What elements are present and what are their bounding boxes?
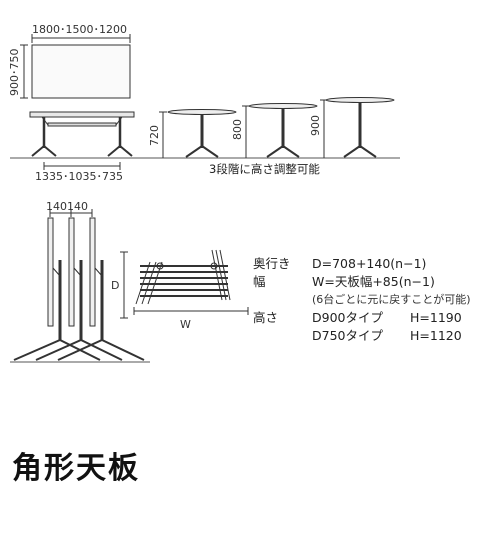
side-view-800 <box>242 103 318 158</box>
stack-width-axis: W <box>180 318 191 331</box>
height-900-label: 900 <box>309 115 322 136</box>
plan-width-label: 1800･1500･1200 <box>32 23 127 36</box>
plan-view <box>20 34 131 99</box>
height-800-label: 800 <box>231 119 244 140</box>
spec-depth-label: 奥行き <box>253 256 291 271</box>
spec-d750-type: D750タイプ <box>312 328 383 343</box>
leg-span-label: 1335･1035･735 <box>35 170 123 183</box>
stack-depth-axis: D <box>111 279 119 292</box>
spec-width-label: 幅 <box>253 274 266 289</box>
spec-width-note: (6台ごとに元に戻すことが可能) <box>312 292 471 306</box>
side-view-900 <box>320 97 395 158</box>
tabletop-plan <box>31 44 131 99</box>
stack-spec: 奥行き D=708+140(n−1) 幅 W=天板幅+85(n−1) (6台ごと… <box>253 256 471 343</box>
spec-depth-formula: D=708+140(n−1) <box>312 256 426 271</box>
page-title: 角形天板 <box>12 451 140 486</box>
spec-d900-value: H=1190 <box>410 310 462 325</box>
folded-nesting-view <box>10 209 150 363</box>
plan-depth-label: 900･750 <box>8 49 21 97</box>
spec-height-label: 高さ <box>253 310 278 325</box>
spec-width-formula: W=天板幅+85(n−1) <box>312 274 435 289</box>
spec-d900-type: D900タイプ <box>312 310 383 325</box>
height-adjust-note: 3段階に高さ調整可能 <box>209 162 320 176</box>
folded-spacing-label: 140140 <box>46 200 88 213</box>
spec-d750-value: H=1120 <box>410 328 462 343</box>
front-view <box>10 111 400 170</box>
stacked-view <box>120 249 249 319</box>
height-720-label: 720 <box>148 125 161 146</box>
side-view-720 <box>159 109 237 158</box>
